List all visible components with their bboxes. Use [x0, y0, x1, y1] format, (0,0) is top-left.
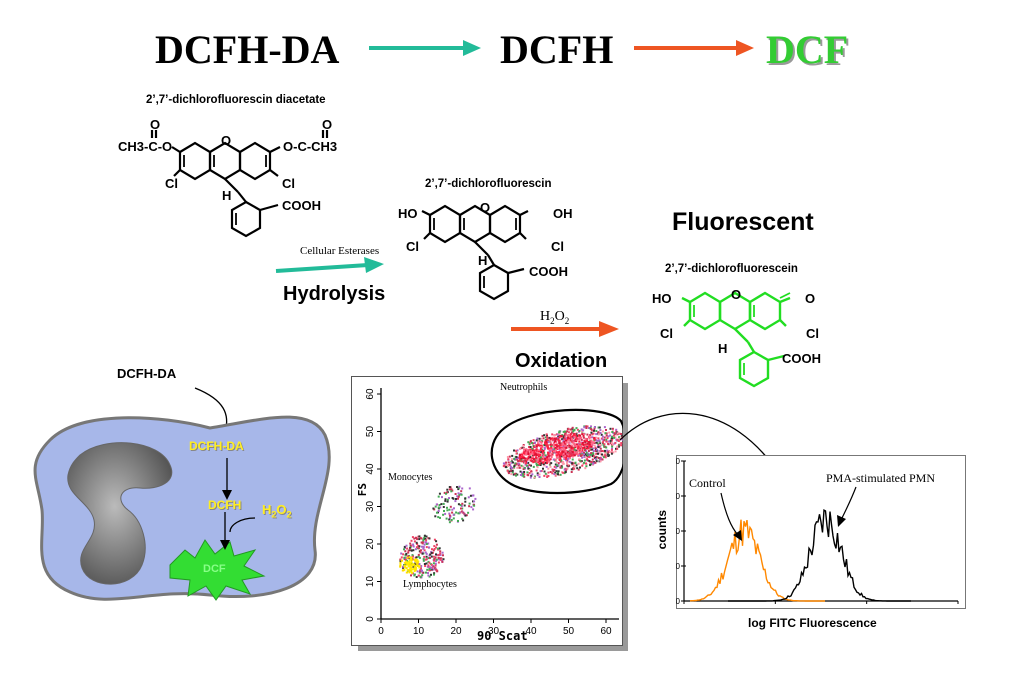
pma-curve — [728, 508, 911, 602]
cell-h2o2-h: H — [262, 502, 272, 517]
histogram-panel — [676, 455, 966, 609]
mol2-ring-o: O — [480, 200, 491, 215]
mol1-carbonyl-o-left: O — [150, 117, 161, 132]
mol1-acetate-left: CH3-C-O — [118, 139, 173, 154]
histogram-plot: 0204060801101001000 — [676, 457, 959, 606]
mol3-cl-left: Cl — [660, 326, 673, 341]
mol2-cl-right: Cl — [551, 239, 564, 254]
histogram-ytick: 40 — [676, 527, 681, 536]
scatter-ytick: 20 — [365, 538, 376, 550]
label-lymphocytes: Lymphocytes — [403, 579, 457, 590]
cell-dcf-label: DCF — [203, 563, 226, 575]
control-curve — [689, 519, 825, 602]
oxidation-label: Oxidation — [515, 350, 608, 372]
histogram-ytick: 0 — [676, 597, 681, 606]
mol1-ring-o: O — [221, 133, 232, 148]
scatter-ytick: 40 — [365, 463, 376, 475]
control-label: Control — [689, 476, 726, 490]
title-dcf: DCF — [766, 27, 849, 72]
label-neutrophils: Neutrophils — [500, 382, 548, 393]
mol2-oh: OH — [553, 206, 573, 221]
scatter-xtick: 20 — [450, 626, 462, 637]
mol2-h: H — [478, 253, 488, 268]
mol1-structure — [150, 130, 329, 238]
mol1-cl-right: Cl — [282, 176, 295, 191]
nucleus — [67, 442, 173, 585]
fluorescent-heading: Fluorescent — [672, 208, 814, 236]
h2o2-h: H — [540, 309, 551, 324]
scatter-ytick: 60 — [365, 388, 376, 400]
mol2-cl-left: Cl — [406, 239, 419, 254]
mol3-ho: HO — [652, 291, 672, 306]
mol2-caption: 2’,7’-dichlorofluorescin — [425, 178, 552, 190]
dcf-burst — [169, 539, 266, 601]
cell-h2o2-sub1: 2 — [271, 509, 277, 520]
mol1-caption: 2’,7’-dichlorofluorescin diacetate — [146, 94, 326, 106]
scatter-xtick: 10 — [413, 626, 425, 637]
mol3-ring-o: O — [731, 287, 742, 302]
histogram-ylabel: counts — [655, 510, 669, 550]
hydrolysis-label: Hydrolysis — [283, 283, 386, 305]
scatter-xtick: 0 — [378, 626, 384, 637]
cell-illustration — [33, 387, 331, 601]
cell-h2o2-sub2: 2 — [286, 509, 292, 520]
scatter-xlabel: 90 Scat — [477, 629, 528, 643]
cell-outside-label: DCFH-DA — [117, 366, 177, 381]
cell-h2o2-o: O — [276, 502, 287, 517]
mol2-ho: HO — [398, 206, 418, 221]
scatter-panel — [351, 376, 623, 646]
cell-dcfhda-label: DCFH-DA — [189, 439, 244, 453]
label-monocytes: Monocytes — [388, 472, 433, 483]
esterase-label: Cellular Esterases — [300, 245, 380, 257]
scatter-ytick: 10 — [365, 576, 376, 588]
neutrophil-gate — [490, 408, 623, 495]
arrow-esterase-teal — [369, 40, 481, 56]
mol3-cl-right: Cl — [806, 326, 819, 341]
mol3-caption: 2’,7’-dichlorofluorescein — [665, 263, 798, 275]
arrow-oxidation-orange — [634, 40, 754, 56]
scatter-xtick: 60 — [600, 626, 612, 637]
cell-dcfh-label: DCFH — [208, 498, 242, 512]
title-dcfh: DCFH — [500, 27, 614, 72]
histogram-ytick: 60 — [676, 492, 681, 501]
scatter-plot: 0 10 20 30 40 50 60 0 10 20 30 40 50 60 — [365, 388, 623, 637]
hydrolysis-arrow — [275, 257, 384, 273]
scatter-xtick: 40 — [525, 626, 537, 637]
title-dcfh-da: DCFH-DA — [155, 27, 340, 72]
h2o2-o: O — [554, 309, 565, 324]
cell-h2o2-label: H2O2 — [262, 502, 292, 520]
histogram-ytick: 20 — [676, 562, 681, 571]
mol2-cooh: COOH — [529, 264, 568, 279]
scatter-xtick: 30 — [488, 626, 500, 637]
h2o2-sub1: 2 — [550, 315, 555, 326]
mol3-cooh: COOH — [782, 351, 821, 366]
mol3-h: H — [718, 341, 728, 356]
pma-label: PMA-stimulated PMN — [826, 471, 936, 485]
mol1-h: H — [222, 188, 232, 203]
mol1-acetate-right: O-C-CH3 — [283, 139, 338, 154]
histogram-xlabel: log FITC Fluorescence — [748, 616, 877, 630]
mol3-structure — [681, 291, 791, 388]
mol1-cooh: COOH — [282, 198, 321, 213]
mol2-structure — [421, 204, 529, 301]
scatter-ytick: 30 — [365, 501, 376, 513]
mol3-ketone-o: O — [805, 291, 816, 306]
scatter-ytick: 50 — [365, 426, 376, 438]
oxidation-arrow — [511, 321, 619, 337]
scatter-ytick: 0 — [365, 616, 376, 622]
h2o2-sub2: 2 — [564, 315, 570, 326]
h2o2-label: H2O2 — [540, 309, 569, 326]
histogram-ytick: 80 — [676, 457, 681, 466]
scatter-xtick: 50 — [563, 626, 575, 637]
scatter-ylabel: FS — [356, 483, 369, 497]
mol1-carbonyl-o-right: O — [322, 117, 333, 132]
scatter-dots — [399, 425, 623, 579]
mol1-cl-left: Cl — [165, 176, 178, 191]
